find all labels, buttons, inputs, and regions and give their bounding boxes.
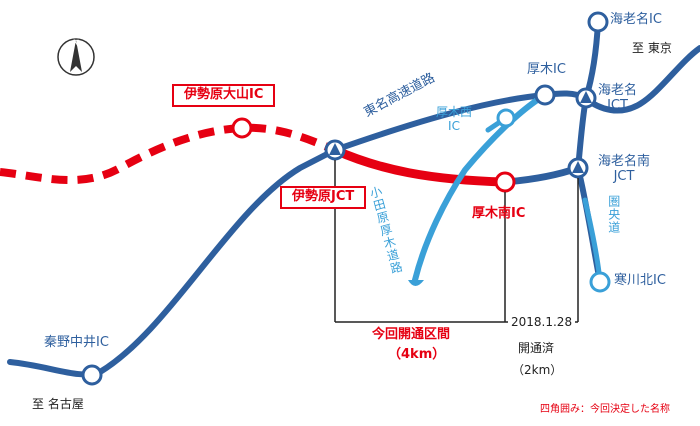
ken-o-road-label: 圏央道 <box>606 195 621 234</box>
tomei-expressway <box>7 45 700 378</box>
odawara-atsugi-road <box>412 92 548 283</box>
atsugi-nishi-ic-label: 厚木西 IC <box>436 105 473 133</box>
ebina-ic-marker <box>587 11 609 33</box>
atsugi-nishi-ic-marker <box>496 108 516 128</box>
north-arrow-icon: N <box>57 38 95 76</box>
atsugi-minami-ic-label: 厚木南IC <box>472 206 526 221</box>
ebina-minami-jct-marker <box>567 157 589 179</box>
isehara-jct-marker <box>324 139 346 161</box>
planned-section-dashed <box>0 123 337 185</box>
isehara-oyama-ic-label: 伊勢原大山IC <box>172 84 276 107</box>
ebina-ic-label: 海老名IC <box>610 12 662 27</box>
direction-nagoya: 至 名古屋 <box>32 397 84 411</box>
this-time-section-label: 今回開通区間 <box>372 327 451 342</box>
samukawa-spur <box>582 197 603 285</box>
odawara-terminal-icon <box>408 280 424 286</box>
atsugi-minami-ic-marker <box>494 171 516 193</box>
isehara-oyama-ic-marker <box>231 117 253 139</box>
opened-length-label: （2km） <box>512 363 563 377</box>
opened-date-label: 2018.1.28 <box>508 315 576 330</box>
new-section-route <box>330 145 510 187</box>
ebina-jct-label: 海老名 JCT <box>598 83 638 113</box>
north-label: N <box>73 39 80 49</box>
hadano-nakai-ic-label: 秦野中井IC <box>44 335 109 350</box>
atsugi-ic-label: 厚木IC <box>527 62 566 77</box>
opened-label: 開通済 <box>518 341 555 355</box>
hadano-nakai-ic-marker <box>81 364 103 386</box>
opened-section-route <box>501 164 582 186</box>
samukawa-kita-ic-marker <box>589 271 611 293</box>
samukawa-kita-ic-label: 寒川北IC <box>614 273 666 288</box>
ebina-jct-marker <box>575 87 597 109</box>
direction-tokyo: 至 東京 <box>632 41 672 55</box>
ebina-minami-jct-label: 海老名南 JCT <box>598 154 651 184</box>
legend-note: 四角囲み：今回決定した名称 <box>540 404 670 415</box>
this-time-section-length: （4km） <box>388 347 446 362</box>
atsugi-ic-marker <box>534 84 556 106</box>
isehara-jct-label: 伊勢原JCT <box>280 186 367 209</box>
